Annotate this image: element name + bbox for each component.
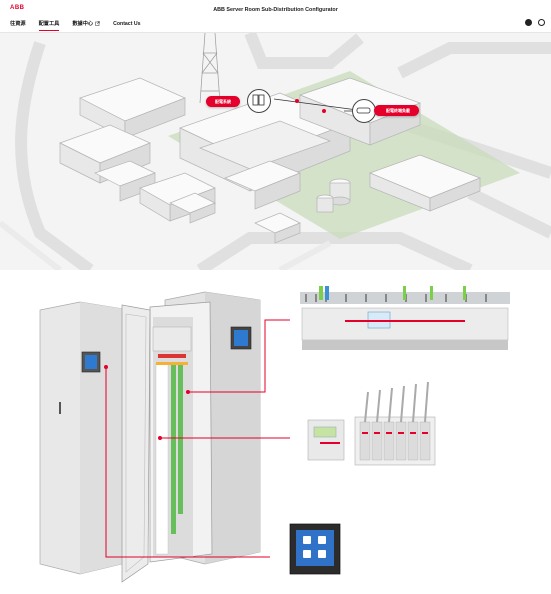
touch-controller	[289, 523, 341, 575]
nav-item-resources[interactable]: 往資源	[10, 20, 26, 30]
breaker-glyph	[356, 107, 371, 114]
nav-label: Contact Us	[113, 20, 141, 27]
account-icon[interactable]	[525, 19, 532, 26]
top-header: ABB ABB Server Room Sub-Distribution Con…	[0, 0, 551, 33]
external-link-icon	[95, 21, 100, 26]
campus-illustration	[0, 33, 551, 270]
meter-and-breakers	[307, 381, 436, 466]
hotspot-marker	[295, 99, 299, 103]
breaker-icon[interactable]	[352, 99, 376, 123]
nav-item-contact[interactable]: Contact Us	[113, 20, 140, 30]
globe-icon[interactable]	[538, 19, 545, 26]
main-nav: 往資源 配置工具 數據中心 Contact Us	[10, 20, 141, 31]
campus-map[interactable]: 配電系統 配電終端負載	[0, 33, 551, 270]
cabinet-left	[39, 301, 131, 575]
hotspot-marker	[322, 109, 326, 113]
nav-item-data-center[interactable]: 數據中心	[72, 20, 100, 30]
panel-glyph	[252, 94, 265, 106]
nav-label: 數據中心	[72, 21, 94, 27]
nav-label: 往資源	[10, 21, 26, 27]
nav-item-config-tool[interactable]: 配置工具	[38, 20, 60, 31]
product-showcase	[0, 272, 551, 589]
app-title: ABB Server Room Sub-Distribution Configu…	[213, 7, 338, 13]
panel-icon[interactable]	[247, 89, 271, 113]
hotspot-label: 配電終端負載	[386, 107, 410, 113]
breaker-module-strip	[300, 286, 510, 356]
cabinet-open	[121, 301, 213, 583]
hotspot-label: 配電系統	[215, 98, 231, 104]
hotspot-distribution-system[interactable]: 配電系統	[206, 96, 240, 107]
cabinet-illustration	[39, 286, 510, 583]
header-actions	[525, 19, 545, 26]
abb-logo[interactable]: ABB	[10, 5, 25, 11]
hotspot-terminal-load[interactable]: 配電終端負載	[374, 105, 419, 116]
nav-label: 配置工具	[38, 21, 60, 27]
